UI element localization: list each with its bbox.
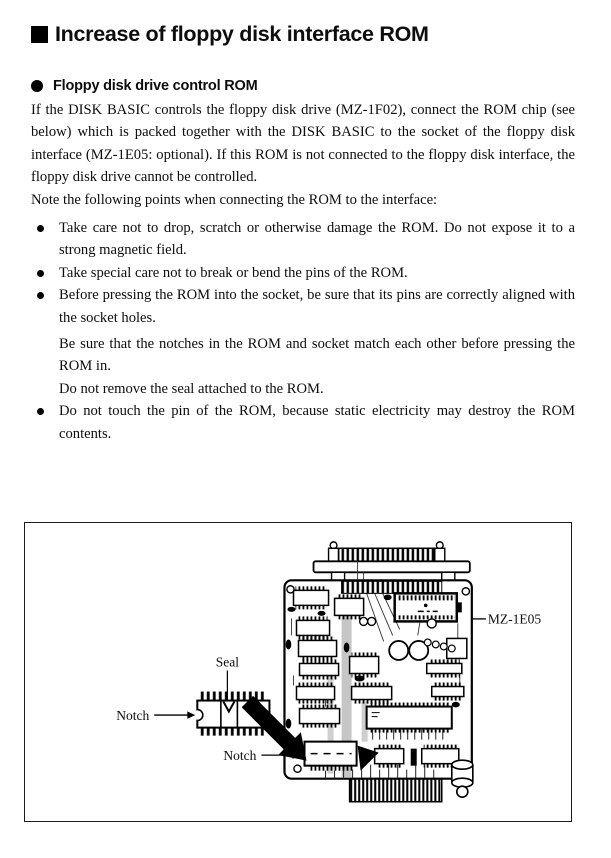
notch-arrow-chip	[154, 711, 196, 719]
pcb-traces	[325, 764, 435, 780]
notch-label-chip: Notch	[116, 708, 149, 723]
bullet-dot-icon	[31, 400, 59, 445]
list-item: Do not touch the pin of the ROM, because…	[31, 400, 575, 445]
bullet-extra-paragraph: Do not remove the seal attached to the R…	[59, 380, 324, 397]
insertion-arrow	[241, 695, 307, 761]
page-title: Increase of floppy disk interface ROM	[55, 22, 429, 46]
pcb-traces	[372, 729, 444, 740]
board-label: MZ-1E05	[488, 611, 542, 626]
bullet-text: Before pressing the ROM into the socket,…	[59, 287, 575, 326]
bullet-dot-icon	[31, 262, 59, 284]
list-item: Before pressing the ROM into the socket,…	[31, 284, 575, 329]
trace-band	[341, 615, 352, 778]
corner-screws	[286, 585, 471, 773]
circuit-board-illustration	[283, 541, 474, 803]
trace-band	[361, 701, 368, 742]
list-item: Take care not to drop, scratch or otherw…	[31, 217, 575, 262]
notch-arrow-socket	[261, 751, 301, 759]
ic-chips	[292, 586, 468, 728]
top-connector	[312, 541, 471, 582]
bullet-text: Take special care not to break or bend t…	[59, 264, 408, 281]
note-intro: Note the following points when connectin…	[31, 191, 438, 208]
intro-paragraph: If the DISK BASIC controls the floppy di…	[31, 102, 575, 186]
list-item: Take special care not to break or bend t…	[31, 262, 575, 284]
ic-chips-bottom	[373, 744, 460, 768]
long-ic-chip	[365, 702, 453, 733]
bullet-icon	[31, 80, 43, 92]
transistors	[285, 594, 460, 729]
black-square-icon	[31, 26, 48, 43]
chip-notch	[197, 708, 204, 722]
capacitors	[358, 616, 456, 661]
standoff-cylinder	[450, 759, 474, 799]
bullet-text: Take care not to drop, scratch or otherw…	[59, 220, 575, 259]
bullet-extra-paragraph: Be sure that the notches in the ROM and …	[59, 336, 575, 375]
rom-installation-diagram: Seal Notch Notch MZ-1E05	[116, 541, 542, 803]
insertion-arrow-tip	[357, 745, 379, 771]
bullet-dot-icon	[31, 284, 59, 329]
large-ic-chip	[393, 592, 462, 623]
rom-chip-illustration	[196, 691, 271, 736]
seal-label: Seal	[216, 654, 240, 669]
pin-header	[341, 580, 443, 594]
manual-page: Increase of floppy disk interface ROM Fl…	[0, 22, 611, 858]
section-heading-row: Floppy disk drive control ROM	[31, 78, 577, 94]
bullet-dot-icon	[31, 217, 59, 262]
notch-label-socket: Notch	[223, 748, 256, 763]
bullet-list: Take care not to drop, scratch or otherw…	[31, 217, 575, 445]
edge-connector	[348, 777, 443, 803]
bullet-text: Do not touch the pin of the ROM, because…	[59, 403, 575, 442]
section-heading: Floppy disk drive control ROM	[53, 78, 258, 94]
seal-notch-mark	[222, 701, 236, 714]
page-title-row: Increase of floppy disk interface ROM	[31, 22, 577, 47]
figure-frame: Seal Notch Notch MZ-1E05	[24, 522, 572, 822]
rom-socket	[303, 740, 358, 771]
